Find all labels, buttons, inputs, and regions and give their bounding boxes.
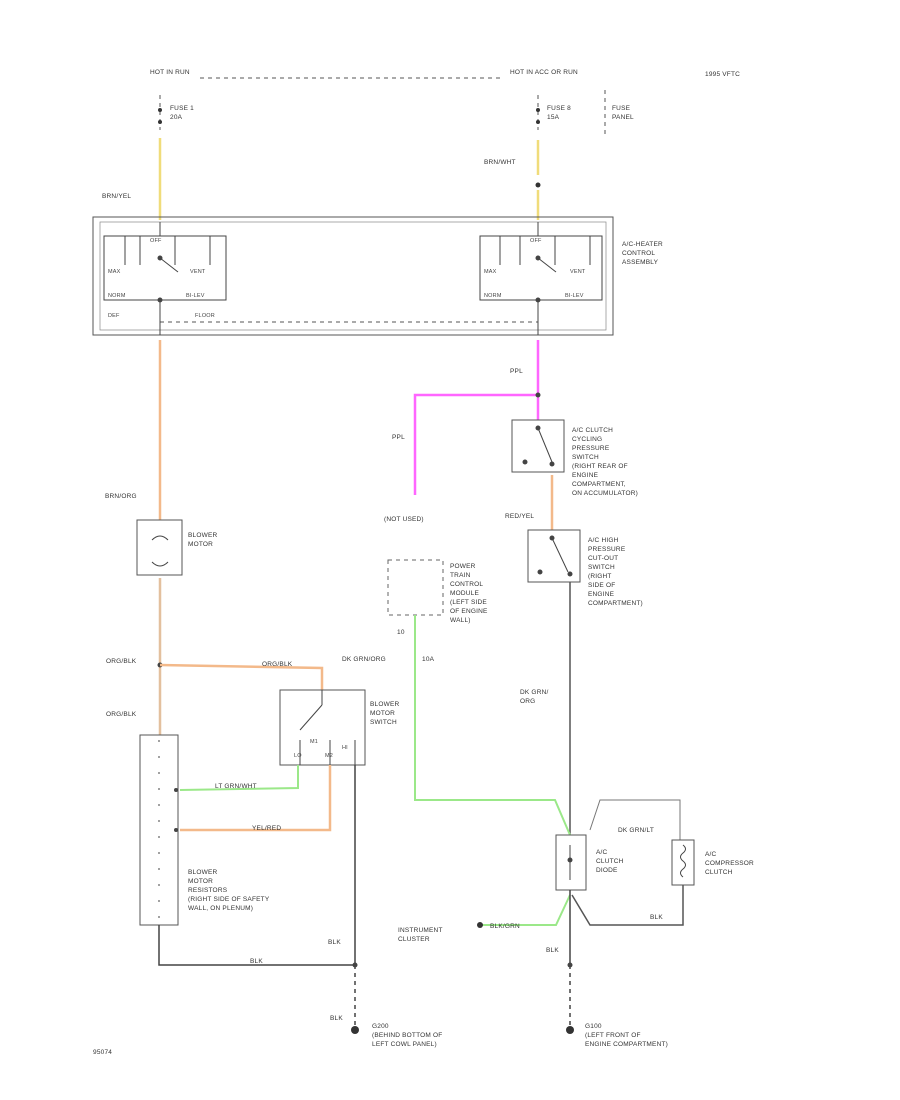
blower-switch-symbol: [299, 690, 356, 765]
diode-symbol: [567, 845, 573, 880]
pcm-box: [387, 559, 444, 616]
control-switch-left: [103, 222, 227, 335]
wire-yel-red: [180, 765, 332, 832]
label-dk-grn-org: DK GRN/ORG: [342, 656, 386, 663]
label-instrument-cluster: INSTRUMENT CLUSTER: [398, 927, 443, 943]
wire-pcm-green: [414, 615, 571, 836]
label-org-blk3: ORG/BLK: [106, 711, 137, 718]
label-dk-grn-org2: DK GRN/ ORG: [520, 689, 549, 705]
label-fig-code: 95074: [93, 1049, 113, 1056]
label-fuse-panel: FUSE PANEL: [612, 105, 634, 121]
label-wire-fuse1: BRN/YEL: [102, 193, 132, 200]
label-sw-hi: HI: [342, 745, 348, 751]
label-blk4: BLK: [330, 1015, 343, 1022]
label-hot-acc: HOT IN ACC OR RUN: [510, 69, 578, 76]
control-switch-right: [479, 222, 603, 335]
label-blk-clutch: BLK: [650, 914, 663, 921]
label-ac-high-pressure: A/C HIGH PRESSURE CUT-OUT SWITCH (RIGHT …: [588, 537, 643, 607]
label-sw-m1: M1: [310, 739, 319, 745]
label-control-assembly: A/C-HEATER CONTROL ASSEMBLY: [622, 241, 663, 266]
ac-high-pressure-box: [527, 529, 581, 583]
label-sw-bi-lev: BI-LEV: [186, 293, 205, 299]
ground-g200: [351, 1026, 359, 1034]
instrument-cluster-connector: [477, 922, 483, 928]
ac-high-pressure-symbol: [537, 535, 573, 577]
ac-clutch-cycling-box: [511, 419, 565, 473]
label-fuse1: FUSE 1 20A: [170, 105, 194, 121]
label-org-blk2: ORG/BLK: [262, 661, 293, 668]
label-blower-resistors: BLOWER MOTOR RESISTORS (RIGHT SIDE OF SA…: [188, 869, 270, 912]
label-blk1: BLK: [328, 939, 341, 946]
label-blower-switch: BLOWER MOTOR SWITCH: [370, 701, 400, 726]
label-sw-vent: VENT: [190, 269, 206, 275]
label-sw-floor: FLOOR: [195, 313, 215, 319]
fuse-8: [535, 108, 541, 188]
label-blk2: BLK: [250, 958, 263, 965]
resistor-contacts: [174, 788, 178, 832]
label-ac-clutch-diode: A/C CLUTCH DIODE: [596, 849, 624, 874]
label-pcm-wire: 10A: [422, 656, 435, 663]
label-sw-norm2: NORM: [484, 293, 502, 299]
label-ppl2: PPL: [392, 434, 405, 441]
label-brn-org: BRN/ORG: [105, 493, 137, 500]
wire-clutch-top: [589, 799, 681, 840]
label-hot-run: HOT IN RUN: [150, 69, 190, 76]
label-red-yel: RED/YEL: [505, 513, 535, 520]
label-fuse2: FUSE 8 15A: [547, 105, 571, 121]
splice-ppl: [535, 392, 541, 398]
ground-g100: [566, 1026, 574, 1034]
label-year: 1995 VFTC: [705, 71, 741, 78]
wire-blk-grn: [480, 894, 571, 926]
label-sw-off2: OFF: [530, 238, 542, 244]
label-pcm-pin: 10: [397, 629, 405, 636]
ac-clutch-cycling-symbol: [522, 425, 555, 467]
label-sw-vent2: VENT: [570, 269, 586, 275]
label-sw-off: OFF: [150, 238, 162, 244]
label-ground2: G100 (LEFT FRONT OF ENGINE COMPARTMENT): [585, 1023, 669, 1048]
label-ac-compressor-clutch: A/C COMPRESSOR CLUTCH: [705, 851, 754, 876]
wire-ppl-2: [413, 393, 538, 495]
label-yel-red: YEL/RED: [252, 825, 282, 832]
control-assembly-box: [92, 216, 614, 336]
label-blower-motor: BLOWER MOTOR: [188, 532, 218, 548]
label-not-used: (NOT USED): [384, 516, 424, 523]
wire-clutch-blk: [571, 885, 684, 926]
label-org-blk: ORG/BLK: [106, 658, 137, 665]
wire-blk-resistors: [158, 925, 355, 966]
control-assembly-inner: [99, 221, 607, 331]
label-lt-grn-wht: LT GRN/WHT: [215, 783, 257, 790]
label-pcm: POWER TRAIN CONTROL MODULE (LEFT SIDE OF…: [450, 563, 488, 624]
label-sw-defrost: DEF: [108, 313, 120, 319]
label-sw-lo: LO: [294, 753, 302, 759]
label-blk-grn: BLK/GRN: [490, 923, 520, 930]
label-ground1: G200 (BEHIND BOTTOM OF LEFT COWL PANEL): [372, 1023, 443, 1048]
label-sw-max2: MAX: [484, 269, 497, 275]
blower-resistors-box: [139, 734, 179, 926]
compressor-clutch-box: [671, 839, 695, 886]
compressor-clutch-coil: [680, 844, 686, 878]
blower-motor-symbol: [151, 535, 169, 567]
fuse-1: [158, 108, 162, 124]
label-ac-clutch-cycling: A/C CLUTCH CYCLING PRESSURE SWITCH (RIGH…: [572, 427, 638, 497]
wire-lt-grn-wht: [179, 765, 299, 791]
wire-org-blk-to-switch: [159, 663, 324, 690]
label-sw-m2: M2: [325, 753, 334, 759]
ac-clutch-diode-box: [555, 834, 587, 891]
label-ppl: PPL: [510, 368, 523, 375]
label-sw-norm: NORM: [108, 293, 126, 299]
label-wht-grn: DK GRN/LT: [618, 827, 654, 834]
label-sw-max: MAX: [108, 269, 121, 275]
fuse-panel-outline: [159, 77, 606, 175]
label-wire-fuse2: BRN/WHT: [484, 159, 516, 166]
label-blk3: BLK: [546, 947, 559, 954]
label-sw-bi-lev2: BI-LEV: [565, 293, 584, 299]
blower-motor-box: [136, 519, 183, 576]
